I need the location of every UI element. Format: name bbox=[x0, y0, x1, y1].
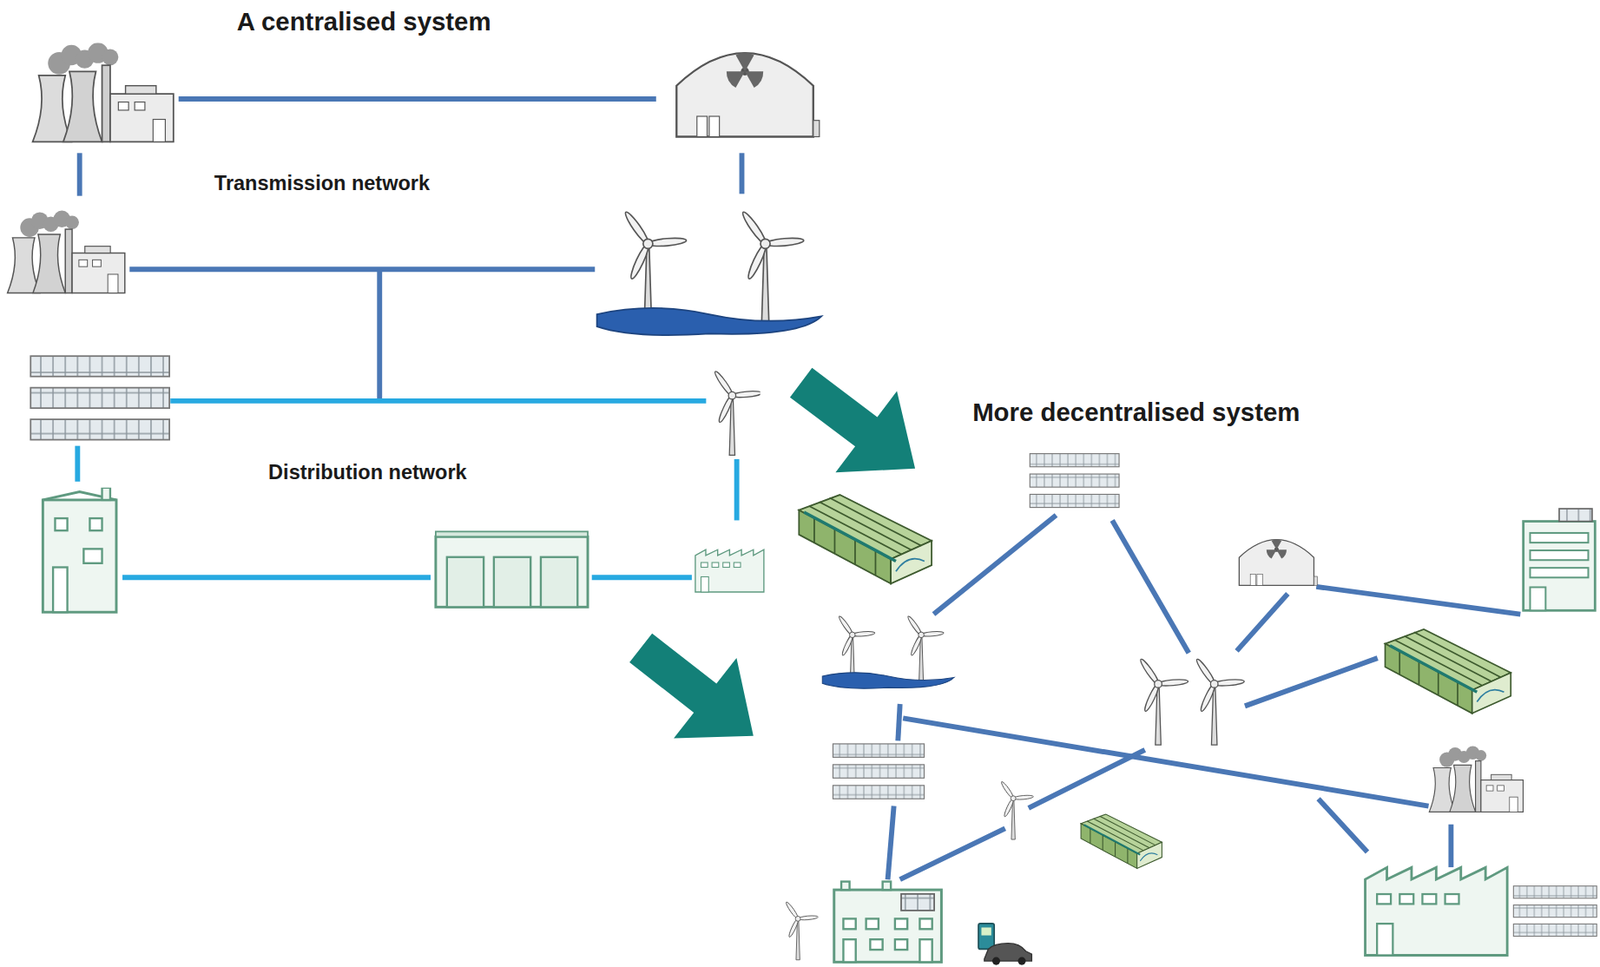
terraced-houses bbox=[834, 882, 942, 963]
section-heading: More decentralised system bbox=[972, 399, 1300, 428]
distribution-lines bbox=[77, 401, 737, 578]
office-building bbox=[1523, 508, 1596, 611]
factory bbox=[695, 549, 764, 593]
network-lines bbox=[888, 515, 1521, 881]
factory bbox=[1365, 867, 1508, 955]
solar-array bbox=[30, 355, 170, 440]
section-heading: A centralised system bbox=[237, 7, 492, 36]
network-label: Distribution network bbox=[268, 460, 468, 484]
wind-turbine bbox=[1000, 780, 1034, 840]
coal-plant bbox=[32, 42, 174, 142]
transition-arrow bbox=[609, 342, 947, 777]
coal-plant bbox=[1428, 745, 1523, 812]
solar-array bbox=[1513, 886, 1597, 937]
battery-storage bbox=[798, 494, 932, 584]
coal-plant bbox=[7, 210, 126, 294]
offshore-wind bbox=[822, 615, 955, 690]
battery-storage bbox=[1080, 814, 1162, 869]
nuclear-plant bbox=[676, 52, 820, 138]
wind-turbine bbox=[1194, 658, 1245, 745]
network-label: Transmission network bbox=[214, 171, 430, 194]
wind-turbine bbox=[1139, 658, 1189, 745]
solar-array bbox=[1029, 454, 1120, 508]
house bbox=[42, 487, 117, 613]
warehouse bbox=[435, 531, 588, 607]
wind-turbine bbox=[712, 369, 762, 455]
battery-storage bbox=[1384, 629, 1511, 714]
wind-turbine bbox=[784, 901, 819, 961]
ev-charger bbox=[978, 923, 1032, 966]
nuclear-plant bbox=[1238, 539, 1317, 586]
solar-array bbox=[832, 744, 924, 799]
offshore-wind bbox=[597, 210, 823, 336]
